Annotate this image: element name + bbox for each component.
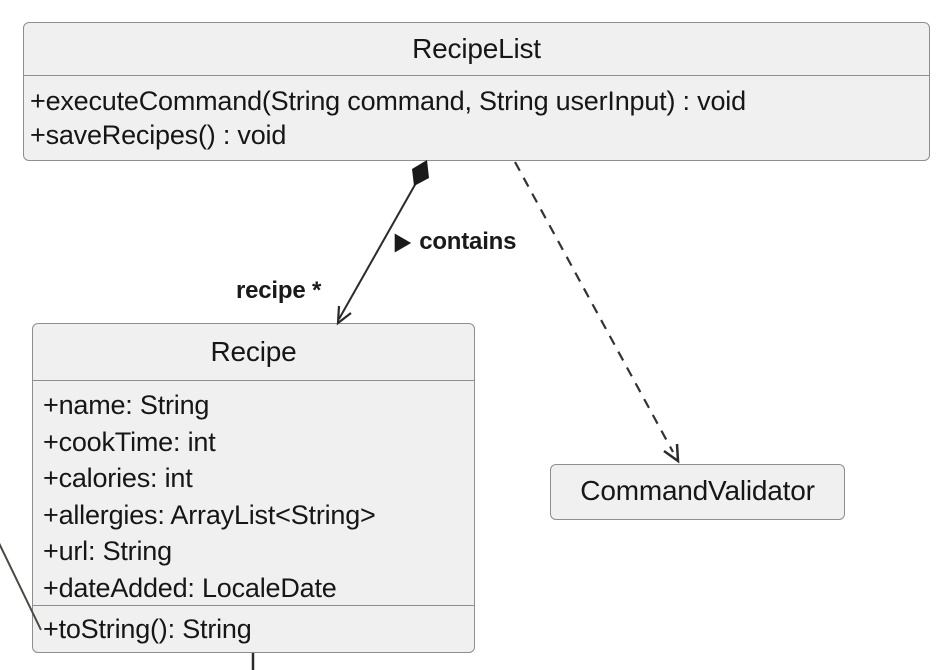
composition-label: ▶ contains [395, 228, 516, 256]
method-row: +saveRecipes() : void [30, 120, 287, 150]
composition-multiplicity: recipe * [236, 277, 322, 304]
attributes-section: +name: String +cookTime: int +calories: … [33, 381, 474, 606]
attribute-row: +dateAdded: LocaleDate [43, 572, 337, 603]
attribute-row: +calories: int [43, 463, 193, 493]
class-box-recipe[interactable]: Recipe +name: String +cookTime: int +cal… [32, 323, 475, 653]
class-title: RecipeList [24, 23, 929, 76]
attribute-row: +allergies: ArrayList<String> [43, 499, 376, 530]
composition-arrowhead-icon [336, 305, 352, 326]
dependency-dashed-line [514, 161, 674, 453]
class-box-commandvalidator[interactable]: CommandValidator [550, 464, 845, 520]
class-title: CommandValidator [580, 475, 815, 506]
methods-section: +executeCommand(String command, String u… [24, 76, 929, 152]
method-row: +executeCommand(String command, String u… [30, 86, 746, 116]
dependency-arrowhead-icon [663, 443, 680, 464]
composition-diamond-icon [412, 160, 429, 186]
direction-triangle-icon: ▶ [395, 229, 411, 255]
method-row: +toString(): String [43, 614, 252, 644]
methods-section: +toString(): String [33, 606, 474, 648]
composition-label-text: contains [419, 228, 517, 255]
class-title: Recipe [33, 324, 474, 381]
attribute-row: +cookTime: int [43, 426, 216, 457]
attribute-row: +url: String [43, 536, 172, 566]
class-box-recipelist[interactable]: RecipeList +executeCommand(String comman… [23, 22, 930, 161]
attribute-row: +name: String [43, 390, 210, 420]
